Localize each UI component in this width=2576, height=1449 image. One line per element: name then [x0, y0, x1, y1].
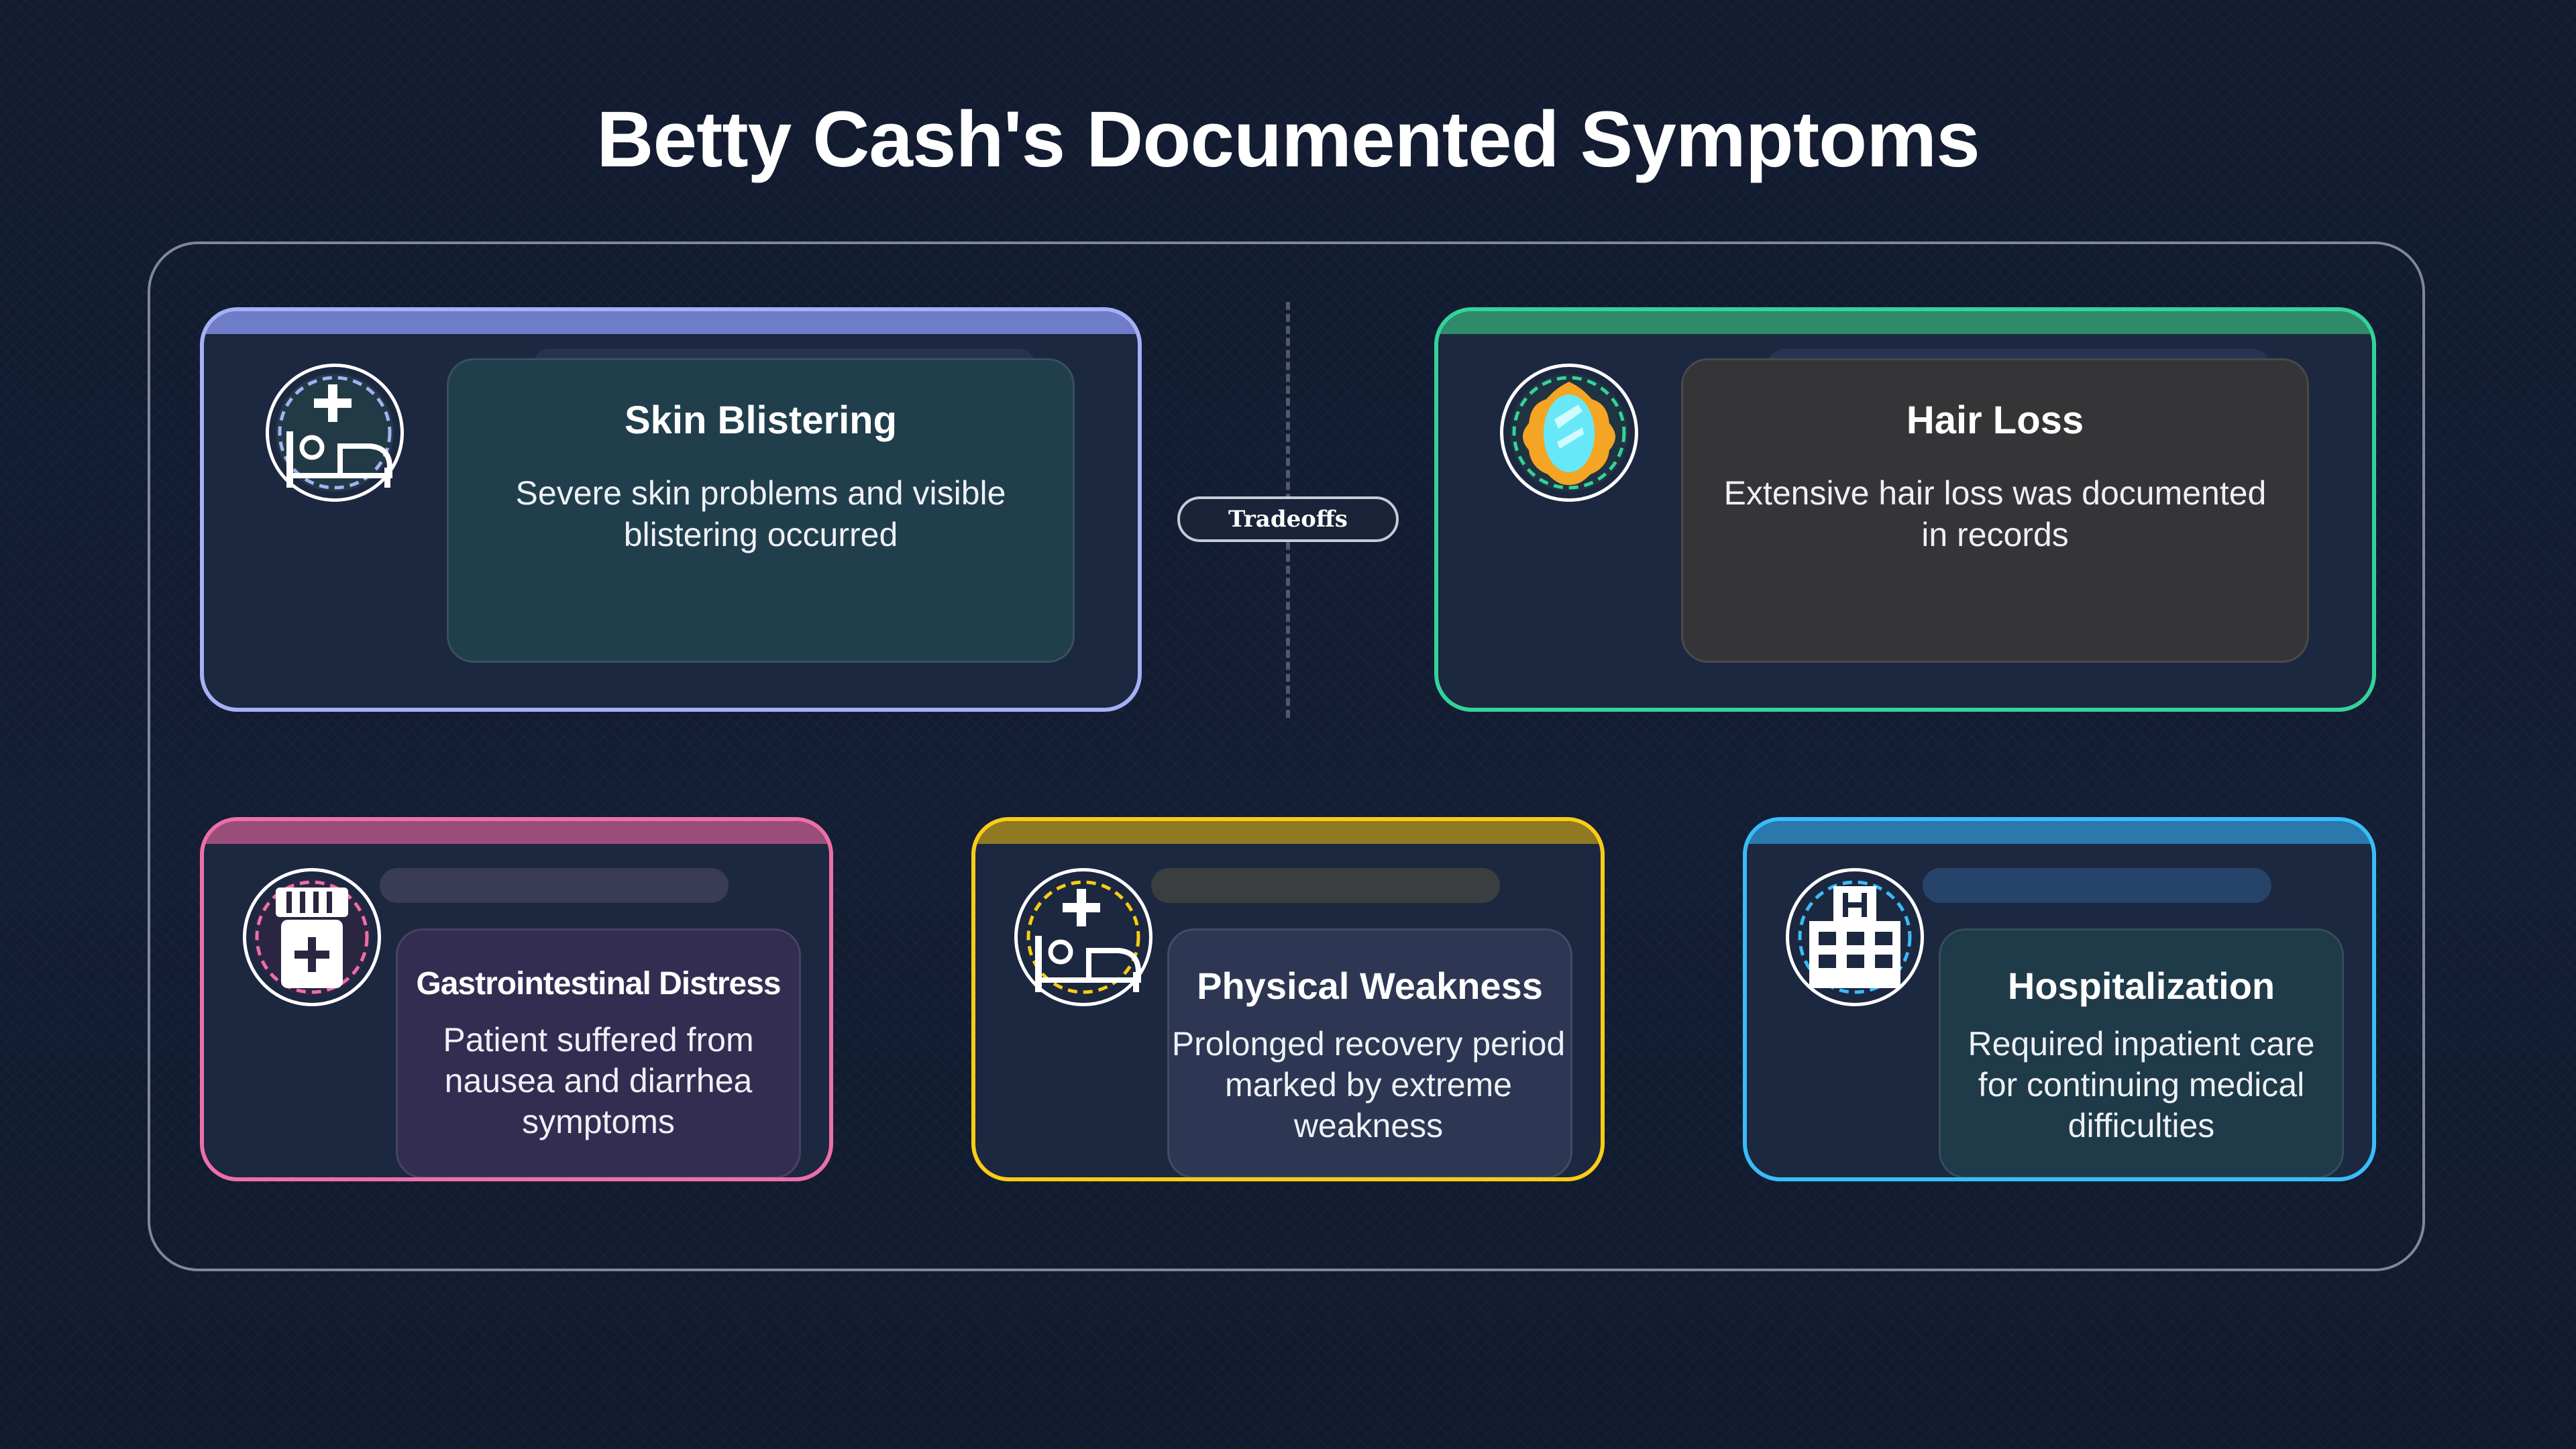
card-description: Extensive hair loss was documented in re…: [1723, 474, 2267, 553]
card-accent-strip: [204, 311, 1138, 334]
card-description: Required inpatient care for continuing m…: [1968, 1025, 2315, 1144]
mirror-icon: [1500, 364, 1638, 502]
card-description: Severe skin problems and visible blister…: [515, 474, 1006, 553]
card-content: Skin Blistering Severe skin problems and…: [447, 358, 1075, 663]
card-title: Hair Loss: [1906, 398, 2084, 442]
card-title: Physical Weakness: [1197, 965, 1543, 1007]
placeholder-bar: [380, 868, 729, 903]
hospital-bed-icon: [266, 364, 404, 502]
card-accent-strip: [1438, 311, 2372, 334]
placeholder-bar: [1151, 868, 1500, 903]
card-description: Prolonged recovery period marked by extr…: [1171, 1025, 1566, 1144]
card-content: Gastrointestinal Distress Patient suffer…: [396, 928, 801, 1177]
card-title: Gastrointestinal Distress: [416, 966, 781, 1002]
card-title: Skin Blistering: [624, 398, 898, 442]
card-gastrointestinal-distress: Gastrointestinal Distress Patient suffer…: [200, 817, 833, 1181]
card-accent-strip: [975, 821, 1601, 844]
medicine-bottle-icon: [243, 868, 381, 1006]
card-hospitalization: Hospitalization Required inpatient care …: [1743, 817, 2376, 1181]
placeholder-bar: [1923, 868, 2271, 903]
card-accent-strip: [204, 821, 829, 844]
hospital-building-icon: [1786, 868, 1924, 1006]
card-physical-weakness: Physical Weakness Prolonged recovery per…: [971, 817, 1605, 1181]
card-accent-strip: [1747, 821, 2372, 844]
card-title: Hospitalization: [2007, 965, 2275, 1007]
card-skin-blistering: Skin Blistering Severe skin problems and…: [200, 307, 1142, 712]
card-content: Hospitalization Required inpatient care …: [1939, 928, 2344, 1177]
hospital-bed-icon: [1014, 868, 1152, 1006]
card-hair-loss: Hair Loss Extensive hair loss was docume…: [1434, 307, 2376, 712]
card-content: Hair Loss Extensive hair loss was docume…: [1681, 358, 2309, 663]
card-content: Physical Weakness Prolonged recovery per…: [1167, 928, 1572, 1177]
page-title: Betty Cash's Documented Symptoms: [596, 95, 1980, 184]
tradeoffs-label: Tradeoffs: [1177, 496, 1399, 542]
card-description: Patient suffered from nausea and diarrhe…: [443, 1021, 754, 1140]
diagram-frame: [148, 241, 2425, 1271]
